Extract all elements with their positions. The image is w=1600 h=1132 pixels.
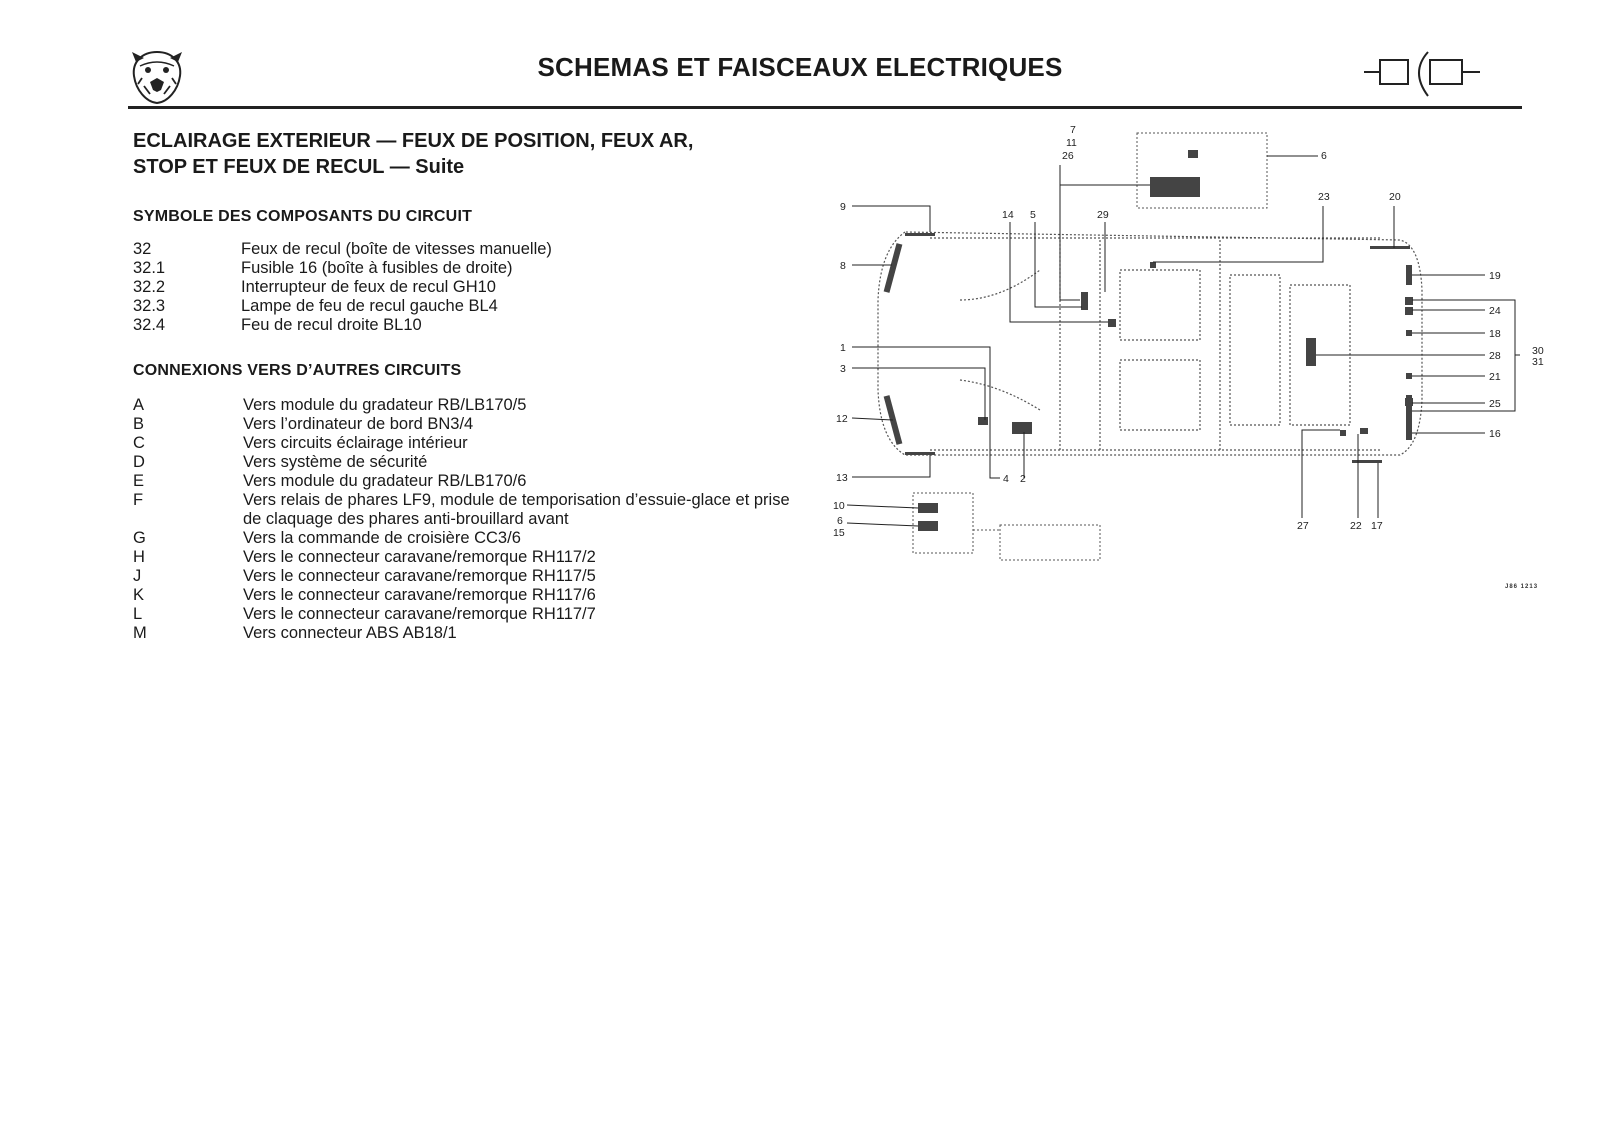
section-title-line1: ECLAIRAGE EXTERIEUR — FEUX DE POSITION, …: [133, 130, 694, 152]
svg-text:15: 15: [833, 527, 845, 539]
svg-text:25: 25: [1489, 398, 1501, 410]
svg-text:11: 11: [1066, 137, 1077, 149]
svg-text:14: 14: [1002, 209, 1014, 221]
svg-text:24: 24: [1489, 305, 1501, 317]
svg-text:1: 1: [840, 342, 846, 354]
svg-text:6: 6: [837, 515, 843, 527]
components-heading: SYMBOLE DES COMPOSANTS DU CIRCUIT: [133, 208, 473, 225]
connector-symbol-icon: [1364, 51, 1480, 97]
svg-text:5: 5: [1030, 209, 1036, 221]
svg-text:13: 13: [836, 472, 848, 484]
svg-text:4: 4: [1003, 473, 1009, 485]
vehicle-location-diagram: 7 11 26 6 9 14 5 29 23 20 8 19 24 18 1 3…: [833, 124, 1544, 561]
component-blocks: [883, 150, 1413, 531]
svg-text:23: 23: [1318, 191, 1330, 203]
section-title-line2: STOP ET FEUX DE RECUL — Suite: [133, 156, 465, 178]
svg-text:3: 3: [840, 363, 846, 375]
svg-text:16: 16: [1489, 428, 1501, 440]
svg-text:22: 22: [1350, 520, 1362, 532]
svg-text:30: 30: [1532, 345, 1544, 357]
svg-text:17: 17: [1371, 520, 1383, 532]
svg-text:29: 29: [1097, 209, 1109, 221]
svg-text:19: 19: [1489, 270, 1501, 282]
svg-text:6: 6: [1321, 150, 1327, 162]
page-title: SCHEMAS ET FAISCEAUX ELECTRIQUES: [537, 52, 1063, 82]
svg-text:2: 2: [1020, 473, 1026, 485]
svg-text:20: 20: [1389, 191, 1401, 203]
fuse-box-bottom: [912, 492, 1101, 561]
svg-text:26: 26: [1062, 150, 1074, 162]
svg-text:31: 31: [1532, 356, 1544, 368]
leader-lines: [846, 155, 1520, 527]
svg-text:8: 8: [840, 260, 846, 272]
callout-labels: 7 11 26 6 9 14 5 29 23 20 8 19 24 18 1 3…: [833, 124, 1544, 539]
svg-text:7: 7: [1070, 124, 1076, 136]
section-title: ECLAIRAGE EXTERIEUR — FEUX DE POSITION, …: [133, 128, 693, 180]
diagram-reference-code: J86 1213: [1505, 584, 1539, 590]
svg-text:21: 21: [1489, 371, 1501, 383]
svg-text:12: 12: [836, 413, 848, 425]
header-rule: [128, 106, 1522, 109]
svg-text:27: 27: [1297, 520, 1309, 532]
connections-heading: CONNEXIONS VERS D’AUTRES CIRCUITS: [133, 362, 462, 379]
svg-text:9: 9: [840, 201, 846, 213]
svg-text:10: 10: [833, 500, 845, 512]
svg-text:18: 18: [1489, 328, 1501, 340]
car-outline: [877, 231, 1423, 456]
fuse-box-top: [1136, 132, 1268, 209]
jaguar-head-icon: [132, 50, 182, 105]
svg-text:28: 28: [1489, 350, 1501, 362]
